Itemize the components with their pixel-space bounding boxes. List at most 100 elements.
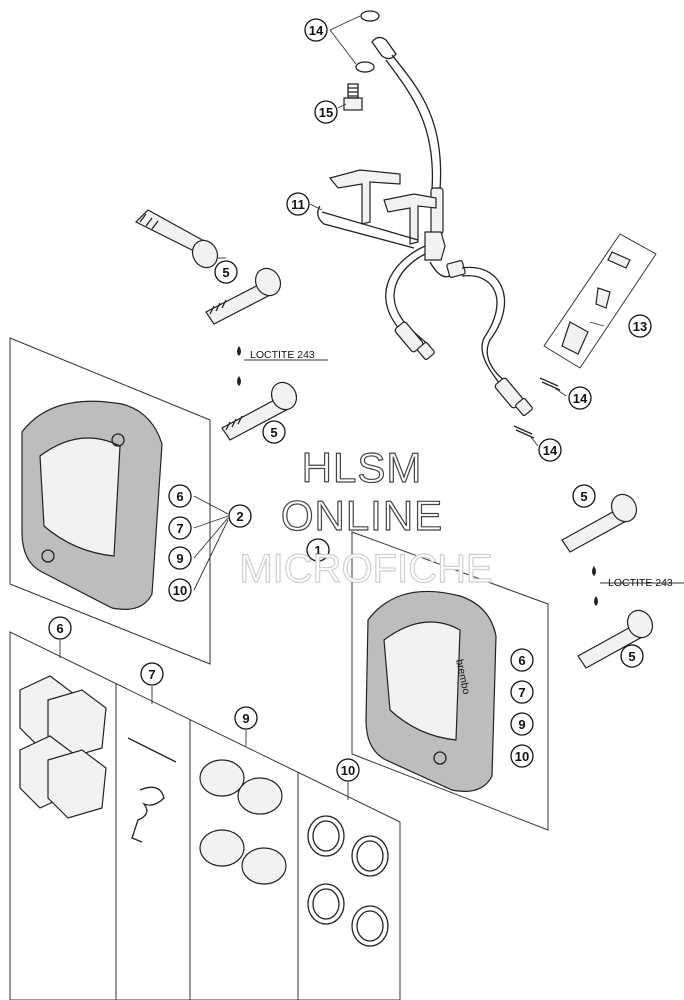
bolt-upper-a [134,209,219,269]
svg-text:7: 7 [518,685,525,700]
callout-5-right-top: 5 [572,484,596,508]
leader-2-b [193,515,229,529]
hose-right-branch-inner [461,275,507,393]
washer-top-b [355,61,375,73]
hose-left-end [417,341,435,361]
caliper-left-face [39,437,121,557]
svg-text:14: 14 [543,443,558,458]
bleed-valve [561,321,589,355]
bleed-screw-shaft [347,83,359,99]
watermark-line2: ONLINE [281,492,443,539]
spring-mid [539,377,561,391]
svg-text:5: 5 [628,649,635,664]
callout-7-left: 7 [168,516,192,540]
bleed-screw-hex [343,97,363,111]
svg-text:9: 9 [242,711,249,726]
piston-2 [237,777,283,815]
bracket-clamp-inner [321,211,419,241]
bolt-b-thread [209,299,227,315]
bolt-rb-head [626,609,654,639]
svg-text:10: 10 [173,583,187,598]
leader-15 [337,103,347,109]
callout-7-kit: 7 [140,662,164,686]
callout-14-mid: 14 [568,386,592,410]
bleed-kit-panel [543,233,657,369]
piston-3 [199,829,245,867]
leader-13 [589,321,605,327]
svg-text:11: 11 [291,197,305,212]
caliper-right-face [383,621,461,741]
caliper-left-hole-bot [41,549,55,563]
spring-low [513,425,535,439]
caliper-right-frame [351,531,549,831]
callout-5-a: 5 [214,260,238,284]
loctite-drop-b [237,376,241,386]
bolt-right-a [561,493,638,553]
callout-14-low: 14 [538,438,562,462]
bleed-kit-frame [543,233,657,369]
hose-right-end [515,397,533,417]
callouts: 14 15 11 5 5 13 14 14 6 2 7 9 10 1 5 5 6… [48,18,652,782]
pad-pin [127,737,177,763]
leader-14-b [329,29,357,65]
bleed-cap [607,251,631,269]
svg-text:5: 5 [270,425,277,440]
svg-text:9: 9 [176,551,183,566]
bolt-a-head [191,239,219,269]
callout-14-top: 14 [304,18,328,42]
bolt-ra-head [610,493,638,523]
bracket-right [383,193,437,245]
svg-text:6: 6 [56,621,63,636]
callout-leaders [59,15,605,800]
svg-text:13: 13 [633,319,647,334]
caliper-left [9,337,211,665]
loctite-drop-d [594,596,598,606]
callout-6-right: 6 [510,648,534,672]
hose-junction [424,231,446,261]
hose-upper [391,54,442,191]
callout-7-right: 7 [510,680,534,704]
watermark: HLSM ONLINE MICROFICHE [239,443,494,591]
seal-4 [351,905,389,947]
svg-text:2: 2 [236,509,243,524]
svg-text:7: 7 [148,667,155,682]
loctite-label-left: LOCTITE 243 [250,349,315,361]
pad-spring [131,786,165,843]
callout-6-left: 6 [168,484,192,508]
callout-10-left: 10 [168,578,192,602]
callout-9-kit: 9 [234,706,258,730]
bleed-screw-thread [348,87,358,97]
leader-2-c [193,517,229,559]
loctite-label-right: LOCTITE 243 [608,577,673,589]
bolt-upper-c [221,381,298,441]
bolt-right-b [577,609,654,669]
bolt-b-head [254,267,282,297]
loctite-drop-a [237,346,241,356]
seal-3 [307,883,345,925]
brake-hose-assembly [317,10,533,417]
callout-5-b: 5 [262,420,286,444]
callout-15: 15 [314,100,338,124]
leader-11 [309,203,323,211]
watermark-line1: HLSM [302,444,423,491]
seal-3-inner [312,888,340,920]
svg-text:14: 14 [573,391,588,406]
seal-2-inner [356,840,384,872]
caliper-right-hole [433,751,447,765]
svg-text:9: 9 [518,717,525,732]
caliper-right: brembo [351,531,549,831]
leader-14-mid [551,385,567,397]
bolt-c-thread [225,415,243,431]
callout-10-right: 10 [510,744,534,768]
svg-text:5: 5 [222,265,229,280]
callout-11: 11 [286,192,310,216]
leader-2-d [193,519,229,591]
piston-1 [199,759,245,797]
banjo-fitting [371,36,397,60]
callout-1: 1 [306,538,330,562]
leader-14-low [529,435,539,447]
watermark-line3: MICROFICHE [239,547,492,591]
svg-text:7: 7 [176,521,183,536]
callout-10-kit: 10 [336,758,360,782]
